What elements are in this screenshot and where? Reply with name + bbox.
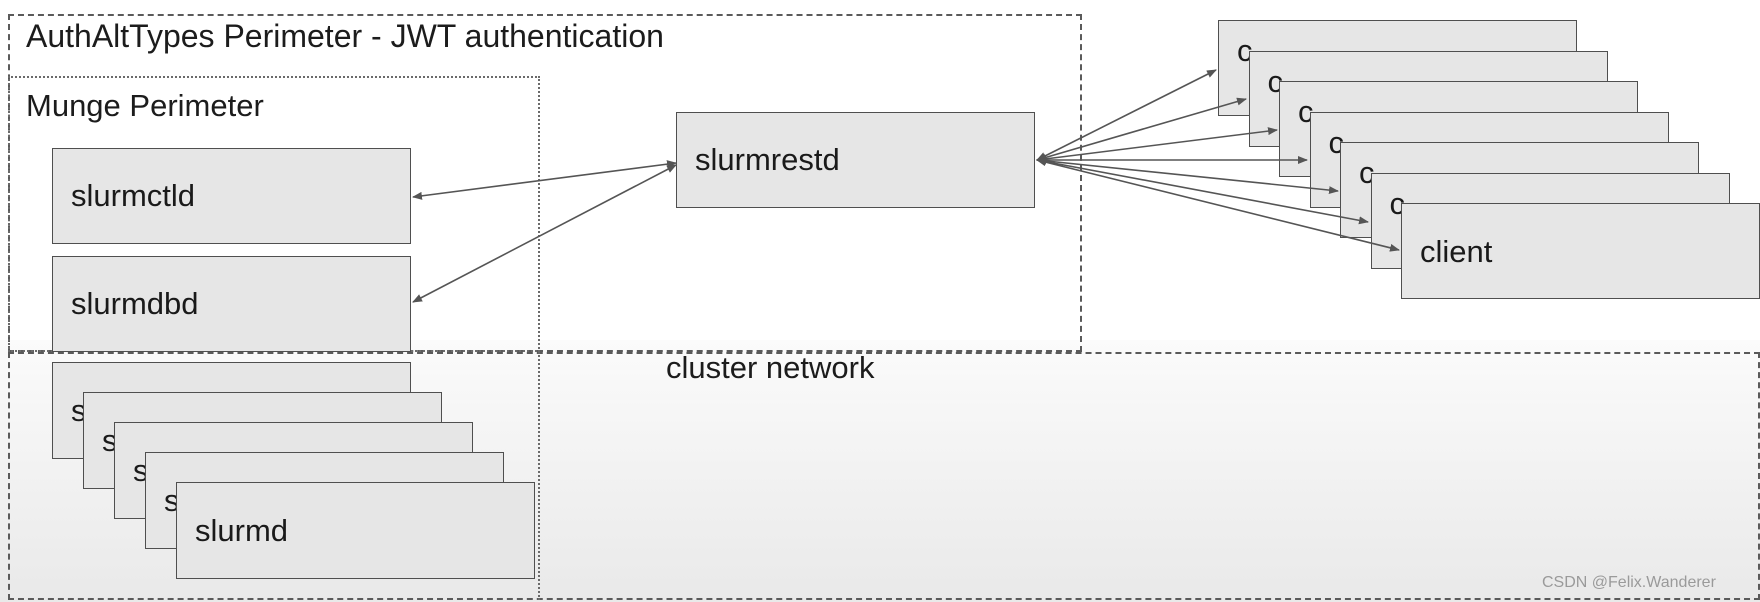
slurmctld-box: slurmctld bbox=[52, 148, 411, 244]
slurmd-label: s bbox=[133, 453, 149, 488]
slurmd-label: s bbox=[71, 393, 87, 428]
slurmdbd-box: slurmdbd bbox=[52, 256, 411, 352]
slurmctld-label: slurmctld bbox=[71, 178, 196, 213]
watermark: CSDN @Felix.Wanderer bbox=[1542, 574, 1716, 591]
slurmd-box: slurmd bbox=[176, 482, 535, 579]
munge-perimeter-divider bbox=[538, 352, 540, 600]
slurmd-label: s bbox=[102, 423, 118, 458]
slurmd-label: s bbox=[164, 483, 180, 518]
client-box: client bbox=[1401, 203, 1760, 299]
cluster-network-perimeter bbox=[8, 352, 1760, 600]
jwt-perimeter-title: AuthAltTypes Perimeter - JWT authenticat… bbox=[26, 18, 664, 54]
slurmdbd-label: slurmdbd bbox=[71, 286, 199, 321]
slurmrestd-label: slurmrestd bbox=[695, 142, 840, 177]
munge-perimeter-title: Munge Perimeter bbox=[26, 88, 264, 123]
cluster-network-label: cluster network bbox=[666, 350, 875, 385]
slurmd-label: slurmd bbox=[195, 513, 289, 548]
client-label: client bbox=[1420, 234, 1493, 269]
slurmrestd-box: slurmrestd bbox=[676, 112, 1035, 208]
